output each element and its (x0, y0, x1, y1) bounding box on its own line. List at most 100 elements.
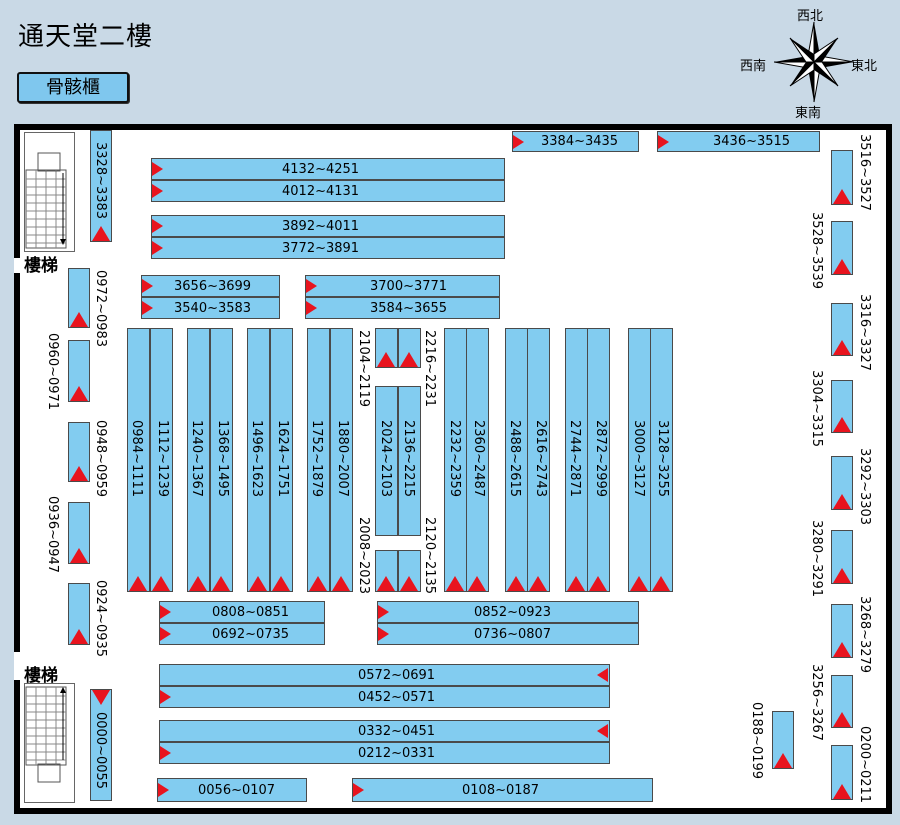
cabinet-range-label: 2744~2871 (567, 420, 582, 498)
cabinet-2616[interactable] (527, 328, 550, 592)
niche-marker-icon (272, 575, 290, 591)
cabinet-3772[interactable] (151, 237, 505, 259)
cabinet-range-label: 0200~0211 (857, 726, 872, 804)
niche-marker-icon (833, 339, 851, 355)
cabinet-0808[interactable] (159, 601, 325, 623)
cabinet-range-label: 3128~3255 (655, 420, 670, 498)
cabinet-1368[interactable] (210, 328, 233, 592)
cabinet-range-label: 0452~0571 (358, 689, 436, 705)
cabinet-4132[interactable] (151, 158, 505, 180)
cabinet-range-label: 3280~3291 (809, 520, 824, 598)
cabinet-0984[interactable] (127, 328, 150, 592)
compass-east-label: 東北 (851, 59, 878, 74)
cabinet-range-label: 2488~2615 (507, 420, 522, 498)
cabinet-range-label: 4012~4131 (282, 183, 360, 199)
niche-marker-icon (142, 301, 153, 315)
cabinet-3436[interactable] (657, 131, 820, 152)
niche-marker-icon (377, 351, 395, 367)
legend-niche-cabinet: 骨骸櫃 (17, 72, 129, 103)
cabinet-1496[interactable] (247, 328, 270, 592)
cabinet-3128[interactable] (650, 328, 673, 592)
cabinet-range-label: 0808~0851 (212, 604, 290, 620)
cabinet-2024[interactable] (375, 386, 398, 536)
cabinet-range-label: 3656~3699 (174, 278, 252, 294)
cabinet-range-label: 0056~0107 (198, 782, 276, 798)
cabinet-range-label: 0000~0055 (93, 712, 108, 790)
cabinet-3540[interactable] (141, 297, 280, 319)
niche-marker-icon (160, 627, 171, 641)
cabinet-range-label: 1368~1495 (215, 420, 230, 498)
cabinet-range-label: 0924~0935 (93, 580, 108, 658)
cabinet-4012[interactable] (151, 180, 505, 202)
cabinet-1240[interactable] (187, 328, 210, 592)
cabinet-range-label: 2872~2999 (593, 420, 608, 498)
cabinet-range-label: 0572~0691 (358, 667, 436, 683)
stairs-label-bottom: 樓梯 (24, 666, 58, 686)
niche-marker-icon (306, 301, 317, 315)
cabinet-range-label: 1112~1239 (155, 420, 170, 498)
niche-marker-icon (70, 385, 88, 401)
niche-marker-icon (249, 575, 267, 591)
niche-marker-icon (152, 241, 163, 255)
niche-marker-icon (378, 627, 389, 641)
cabinet-range-label: 4132~4251 (282, 161, 360, 177)
cabinet-range-label: 3316~3327 (857, 294, 872, 372)
cabinet-0852[interactable] (377, 601, 639, 623)
cabinet-3892[interactable] (151, 215, 505, 237)
cabinet-range-label: 0332~0451 (358, 723, 436, 739)
cabinet-1624[interactable] (270, 328, 293, 592)
cabinet-0572[interactable] (159, 664, 610, 686)
niche-marker-icon (306, 279, 317, 293)
cabinet-range-label: 0692~0735 (212, 626, 290, 642)
cabinet-range-label: 2216~2231 (422, 330, 437, 408)
cabinet-3656[interactable] (141, 275, 280, 297)
cabinet-1880[interactable] (330, 328, 353, 592)
niche-marker-icon (446, 575, 464, 591)
niche-marker-icon (142, 279, 153, 293)
cabinet-range-label: 3772~3891 (282, 240, 360, 256)
cabinet-3584[interactable] (305, 297, 500, 319)
niche-marker-icon (309, 575, 327, 591)
niche-marker-icon (189, 575, 207, 591)
niche-marker-icon (833, 783, 851, 799)
cabinet-range-label: 2360~2487 (471, 420, 486, 498)
cabinet-1752[interactable] (307, 328, 330, 592)
niche-marker-icon (152, 184, 163, 198)
stairs-top (24, 132, 75, 252)
staircase-icon (25, 152, 67, 249)
niche-marker-icon (160, 746, 171, 760)
cabinet-range-label: 0948~0959 (93, 420, 108, 498)
cabinet-0692[interactable] (159, 623, 325, 645)
compass-star-icon (774, 21, 854, 103)
niche-marker-icon (652, 575, 670, 591)
cabinet-0000[interactable] (90, 689, 112, 801)
cabinet-0056[interactable] (157, 778, 307, 802)
cabinet-3384[interactable] (512, 131, 639, 152)
cabinet-range-label: 0984~1111 (129, 420, 144, 498)
cabinet-range-label: 2616~2743 (533, 420, 548, 498)
niche-marker-icon (152, 575, 170, 591)
niche-marker-icon (378, 605, 389, 619)
cabinet-range-label: 0736~0807 (474, 626, 552, 642)
cabinet-1112[interactable] (150, 328, 173, 592)
niche-marker-icon (152, 219, 163, 233)
compass-west-label: 西南 (740, 59, 767, 74)
niche-marker-icon (70, 547, 88, 563)
compass-north-label: 西北 (797, 9, 824, 24)
niche-marker-icon (833, 493, 851, 509)
cabinet-0108[interactable] (352, 778, 653, 802)
cabinet-0212[interactable] (159, 742, 610, 764)
cabinet-0332[interactable] (159, 720, 610, 742)
cabinet-range-label: 2232~2359 (447, 420, 462, 498)
niche-marker-icon (597, 668, 609, 682)
cabinet-range-label: 3328~3383 (93, 142, 108, 220)
cabinet-3328[interactable] (90, 130, 112, 242)
cabinet-0736[interactable] (377, 623, 639, 645)
niche-marker-icon (513, 134, 524, 149)
cabinet-0452[interactable] (159, 686, 610, 708)
cabinet-2360[interactable] (466, 328, 489, 592)
niche-marker-icon (597, 724, 609, 738)
cabinet-3700[interactable] (305, 275, 500, 297)
cabinet-2136[interactable] (398, 386, 421, 536)
cabinet-2872[interactable] (587, 328, 610, 592)
